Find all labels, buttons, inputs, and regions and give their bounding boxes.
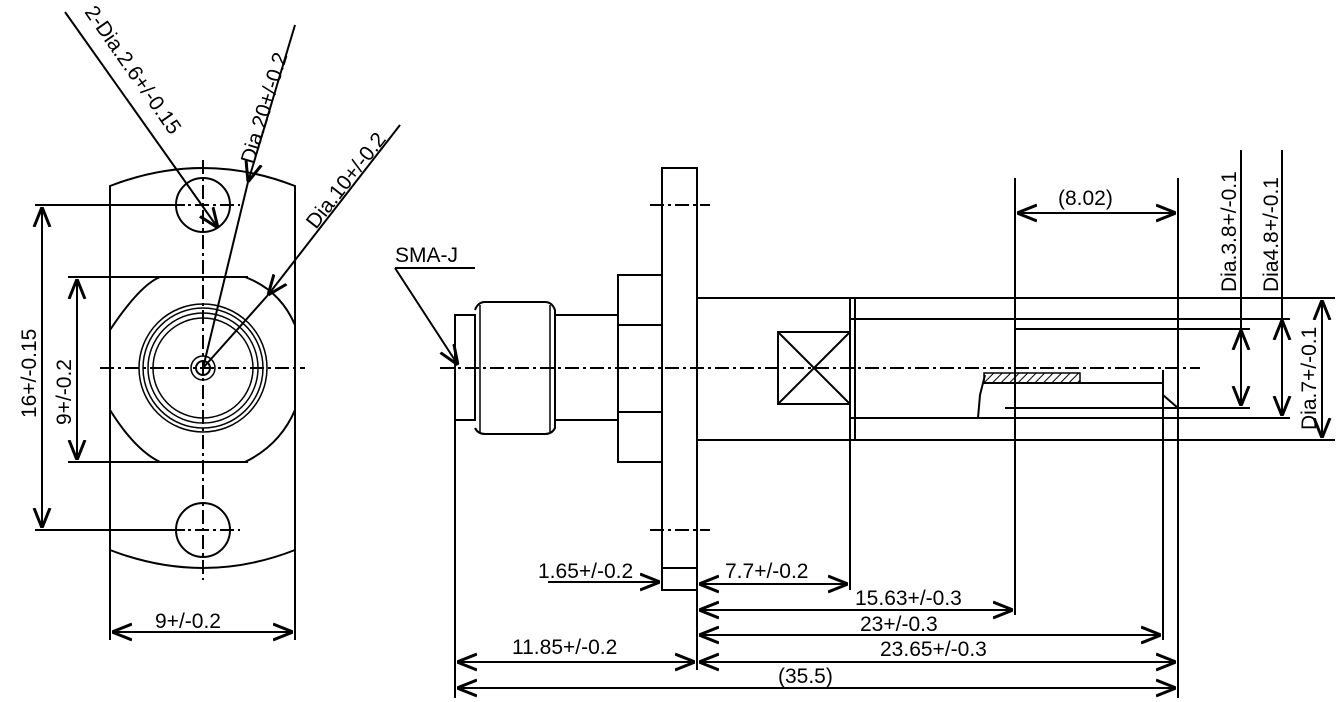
- front-view: 2-Dia.2.6+/-0.15 Dia.20+/-0.2 Dia.10+/-0…: [18, 2, 401, 640]
- sma-nut: [474, 301, 556, 435]
- len-1563-label: 15.63+/-0.3: [855, 587, 962, 610]
- flat-height-label: 9+/-0.2: [53, 359, 76, 425]
- cross-feature: [777, 331, 851, 405]
- body-len-label: 7.7+/-0.2: [725, 560, 808, 583]
- flange: [661, 167, 698, 591]
- hole-spacing-label: 16+/-0.15: [18, 329, 41, 418]
- tube-length-label: (8.02): [1058, 187, 1113, 210]
- overall-length-label: (35.5): [778, 665, 833, 688]
- len-1185-label: 11.85+/-0.2: [512, 636, 617, 659]
- flange-dia-label: Dia.20+/-0.2: [237, 50, 293, 167]
- len-2365-label: 23.65+/-0.3: [880, 638, 987, 661]
- hatched-section: [983, 372, 1081, 384]
- sma-face: [454, 314, 476, 421]
- len-23-label: 23+/-0.3: [860, 613, 938, 636]
- mount-holes-label: 2-Dia.2.6+/-0.15: [80, 2, 186, 139]
- flange-thk-label: 1.65+/-0.2: [538, 560, 633, 583]
- connector-label: SMA-J: [395, 244, 458, 267]
- width-label: 9+/-0.2: [155, 610, 221, 633]
- inner-dia-label: Dia.3.8+/-0.1: [1218, 171, 1241, 292]
- mid-dia-label: Dia4.8+/-0.1: [1260, 177, 1283, 292]
- outer-dia-label: Dia.7+/-0.1: [1298, 327, 1321, 430]
- body-dia-label: Dia.10+/-0.2: [302, 128, 391, 233]
- side-view: (8.02) Dia.3.8+/-0.1 Dia4.8+/-0.1 Dia.7+…: [394, 150, 1335, 698]
